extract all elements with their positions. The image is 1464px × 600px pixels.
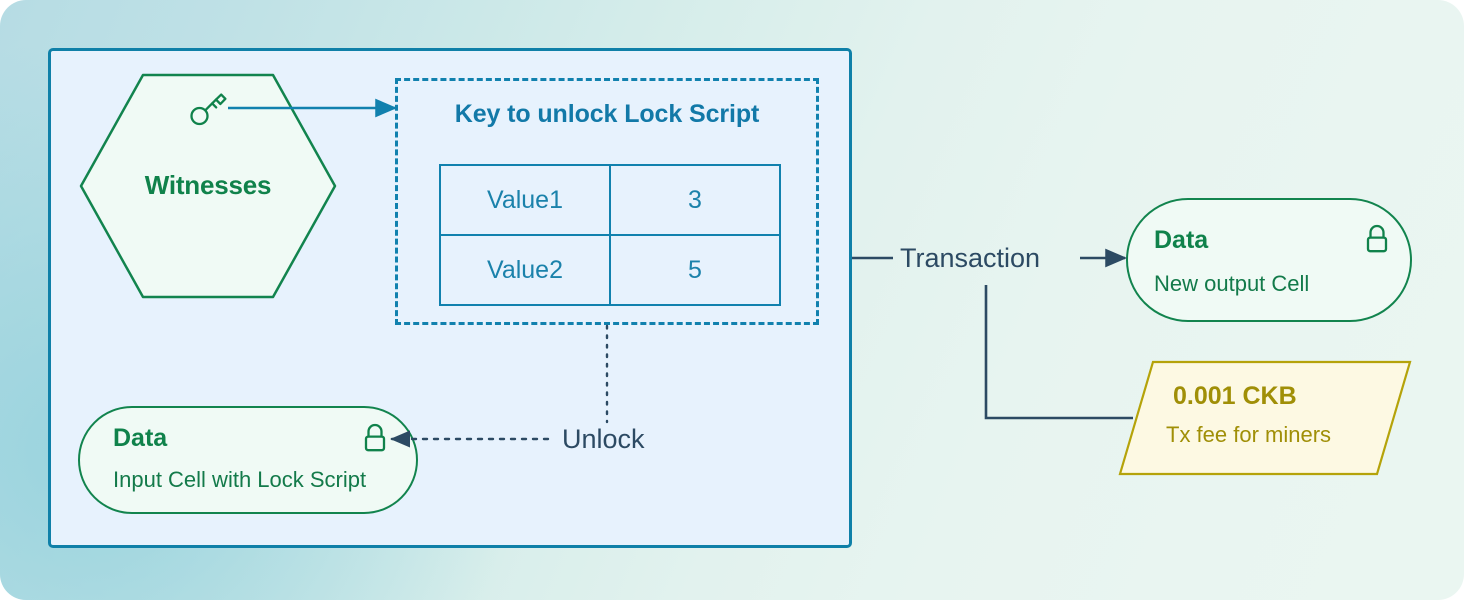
output-cell-subtitle: New output Cell <box>1154 271 1310 296</box>
witnesses-label: Witnesses <box>144 170 272 200</box>
output-cell-title: Data <box>1154 226 1209 254</box>
tx-fee-node[interactable]: 0.001 CKB Tx fee for miners <box>1118 360 1412 476</box>
input-cell-subtitle: Input Cell with Lock Script <box>113 467 367 492</box>
transaction-label: Transaction <box>900 243 1041 273</box>
lock-script-args-table: Value1 3 Value2 5 <box>439 164 781 306</box>
lock-script-title: Key to unlock Lock Script <box>454 100 760 128</box>
table-cell-key: Value2 <box>439 234 611 306</box>
table-cell-value: 3 <box>609 164 781 236</box>
hexagon-shape <box>79 73 337 299</box>
tx-fee-amount: 0.001 CKB <box>1173 382 1297 410</box>
unlock-label: Unlock <box>562 424 645 454</box>
table-body: Value1 3 Value2 5 <box>439 164 781 306</box>
table-cell-key: Value1 <box>439 164 611 236</box>
lock-icon <box>1364 224 1390 254</box>
witnesses-node[interactable]: Witnesses <box>78 72 338 300</box>
parallelogram-shape <box>1118 360 1412 476</box>
input-cell-node[interactable] <box>78 406 418 514</box>
tx-fee-description: Tx fee for miners <box>1166 422 1332 447</box>
table-cell-value: 5 <box>609 234 781 306</box>
lock-icon <box>362 423 388 453</box>
connector-transaction-to-fee <box>984 285 1133 420</box>
table-row: Value2 5 <box>439 234 781 306</box>
output-cell-node[interactable] <box>1126 198 1412 322</box>
key-icon <box>188 92 228 128</box>
lock-script-dashed-container <box>395 78 819 325</box>
input-cell-title: Data <box>113 424 168 452</box>
table-row: Value1 3 <box>439 164 781 236</box>
